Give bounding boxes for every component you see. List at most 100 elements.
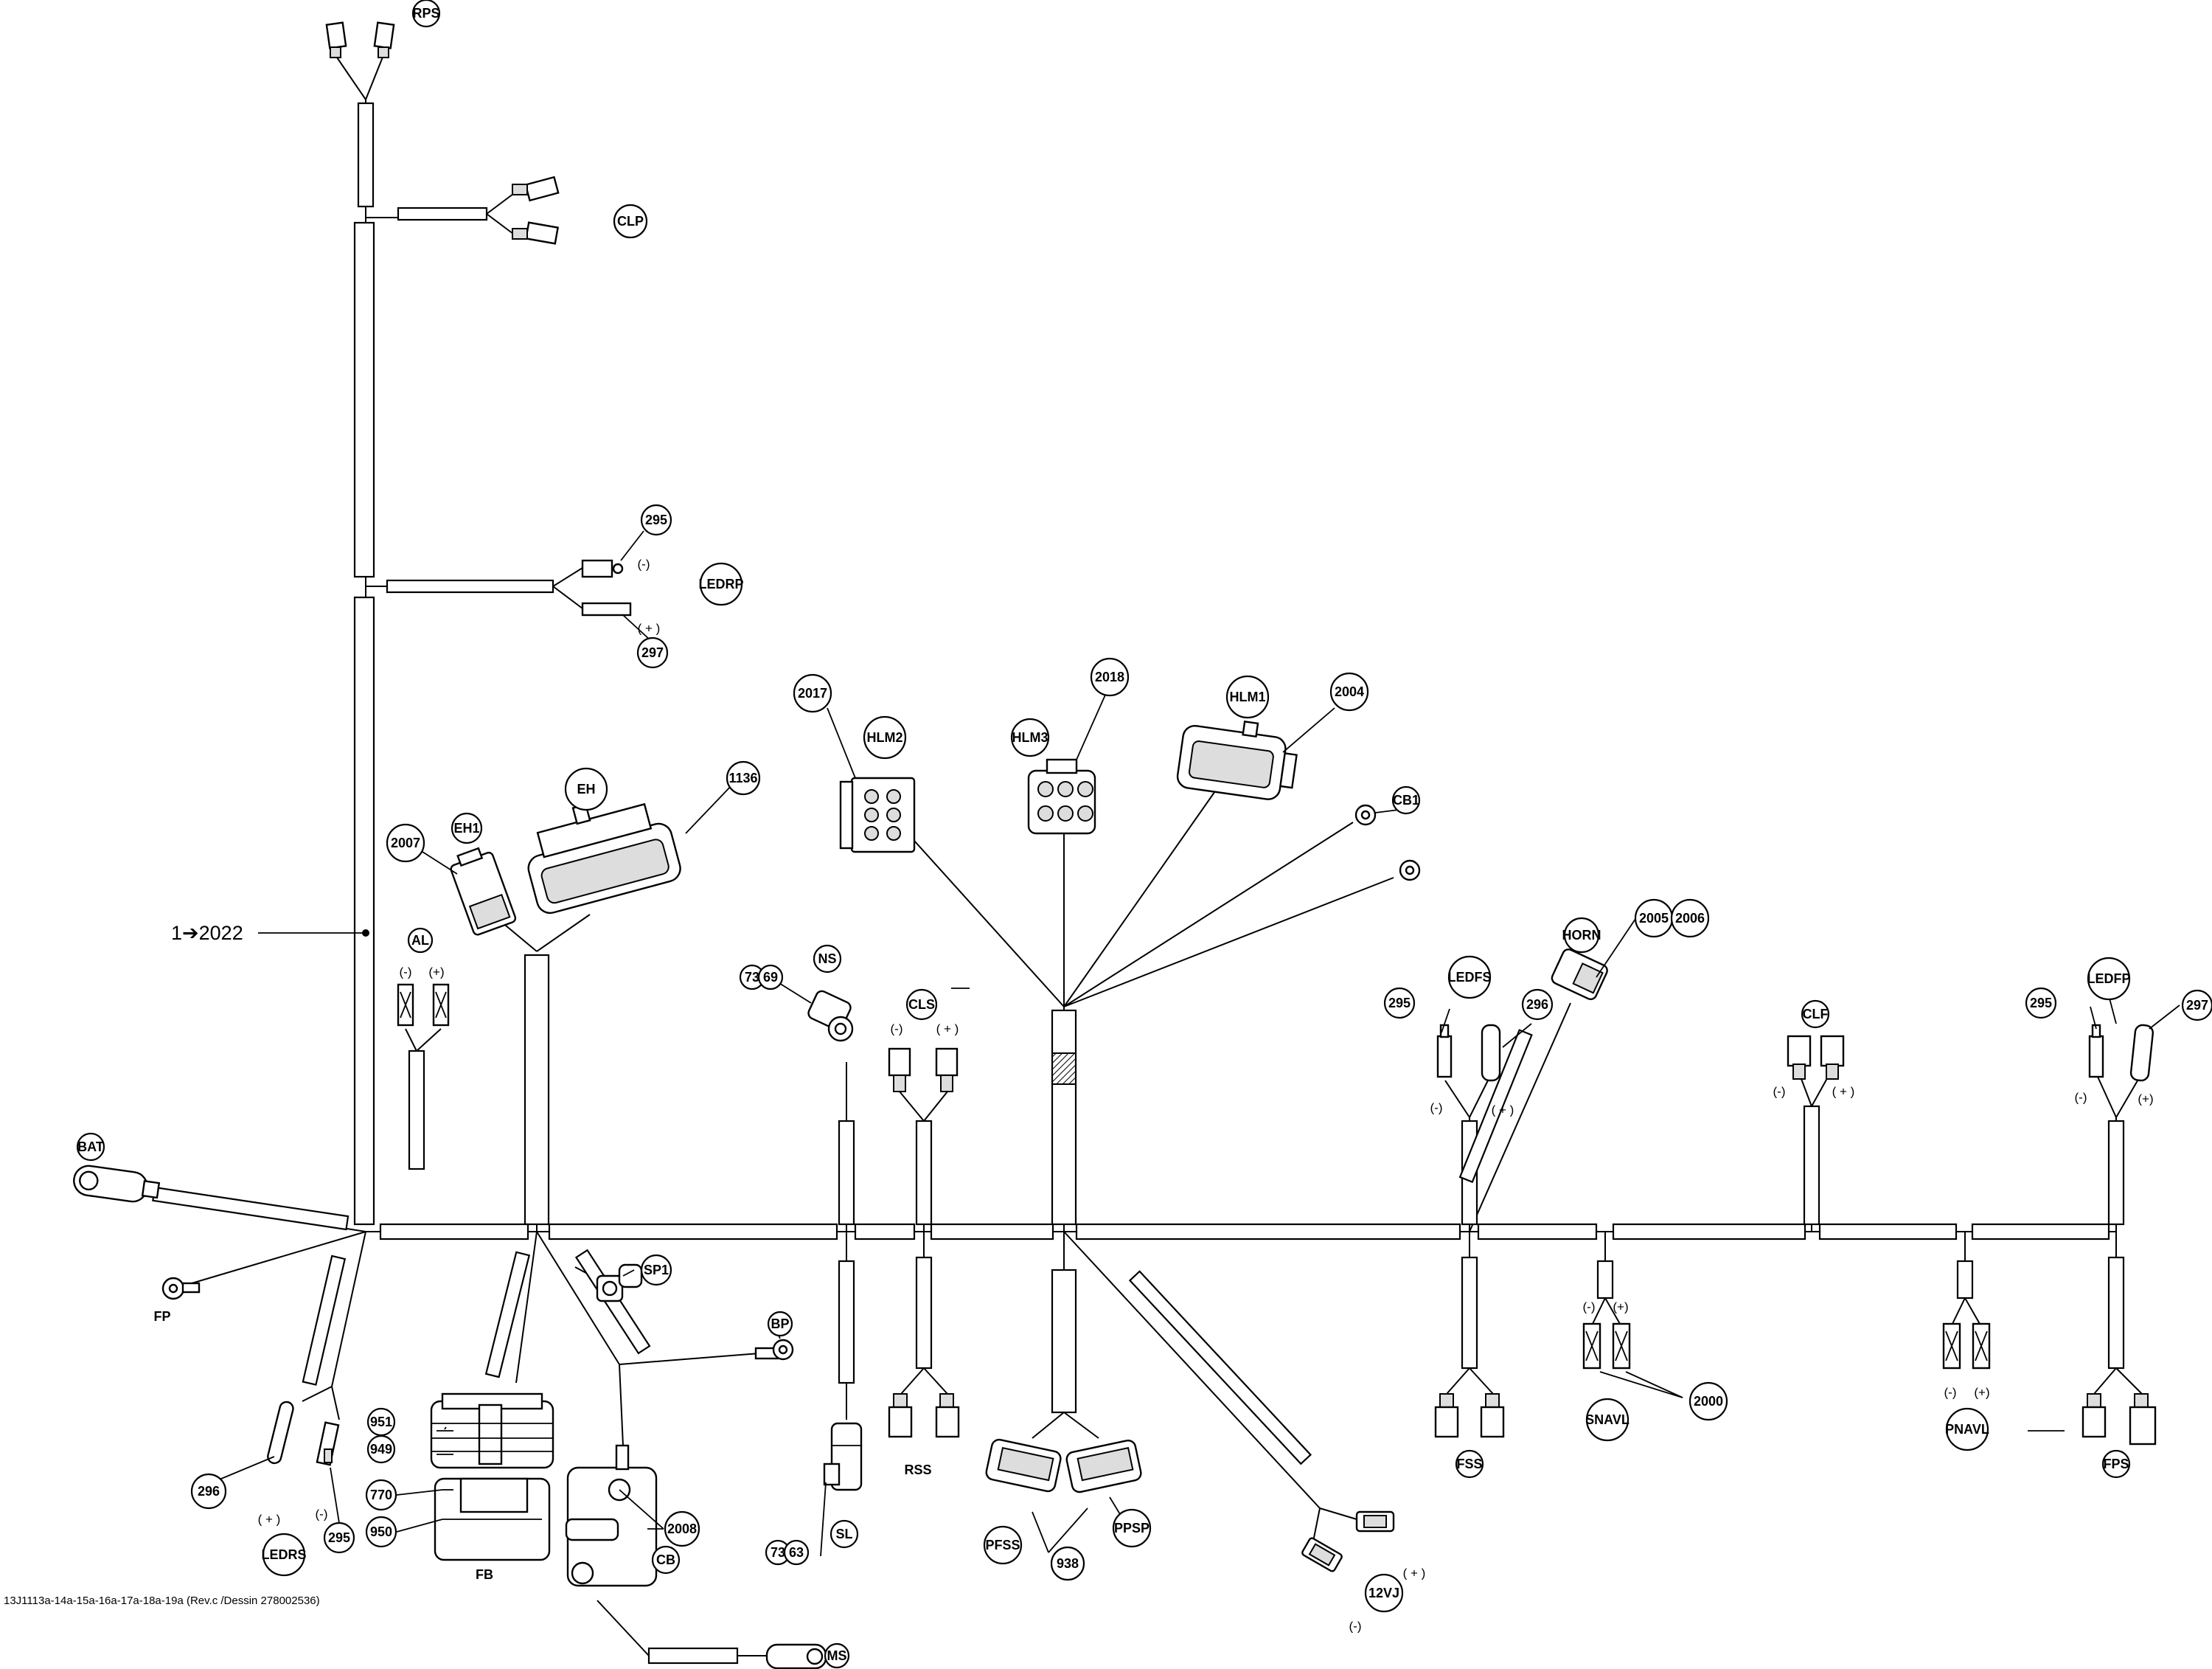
svg-text:BAT: BAT [77,1139,104,1154]
label-hlm3: HLM3 [1010,718,1050,757]
label-bp: BP [767,1311,793,1337]
part-2008: 2008 [664,1510,700,1547]
ledrs-pos: ( + ) [258,1513,281,1527]
sp1-connector-icon [596,1263,643,1302]
svg-text:HLM3: HLM3 [1012,730,1048,745]
cb1-ring-terminal-icon [1354,804,1421,881]
ledrp-pos: ( + ) [638,622,661,636]
svg-text:951: 951 [370,1415,392,1429]
part-770: 770 [365,1479,397,1511]
svg-text:EH: EH [577,782,595,797]
fp-ring-terminal-icon [161,1277,201,1300]
ns-connector-icon [807,990,854,1042]
svg-text:12VJ: 12VJ [1368,1586,1399,1600]
part-295-ledrp: 295 [640,504,672,536]
part-63: 63 [783,1539,810,1566]
label-bat: BAT [76,1132,105,1162]
bat-terminal-icon [73,1165,161,1203]
svg-text:SL: SL [835,1527,852,1541]
ledfp-connector-icon [2088,1024,2154,1082]
ledfs-neg: (-) [1430,1101,1443,1115]
polarity-marks: (-) ( + ) (-) (+) ( + ) (-) (-) ( + ) ( … [258,558,2154,1634]
label-clf: CLF [1801,999,1830,1029]
main-harness-callout: 1➔2022 [171,922,243,944]
part-295-ledfp: 295 [2025,987,2057,1019]
part-2006: 2006 [1670,898,1710,938]
part-1136: 1136 [726,760,761,796]
part-2017: 2017 [793,673,832,713]
fss-connector-icon [1434,1393,1505,1438]
svg-text:HLM1: HLM1 [1230,690,1266,704]
circuit-breaker-icon [565,1444,658,1587]
label-clp: CLP [613,204,648,239]
svg-text:938: 938 [1057,1556,1079,1571]
svg-text:949: 949 [370,1442,392,1457]
svg-text:295: 295 [2030,996,2052,1010]
part-2000: 2000 [1688,1381,1728,1421]
svg-text:2007: 2007 [391,836,420,850]
al-pos: (+) [428,965,444,979]
label-hlm2: HLM2 [863,715,907,760]
ms-ring-terminal-icon [765,1643,827,1669]
svg-text:CB1: CB1 [1393,793,1419,808]
svg-text:AL: AL [411,933,429,948]
snavl-connector-icon [1582,1322,1631,1370]
label-pfss: PFSS [983,1525,1023,1565]
svg-text:MS: MS [827,1648,847,1663]
svg-text:NS: NS [818,951,836,966]
svg-text:LEDFP: LEDFP [2087,971,2130,986]
svg-text:LEDFS: LEDFS [1447,970,1491,985]
svg-text:PPSP: PPSP [1114,1521,1150,1536]
sl-connector-icon [823,1422,863,1491]
svg-text:LEDRS: LEDRS [261,1547,306,1562]
label-fps: FPS [2101,1449,2131,1479]
label-12vj: 12VJ [1364,1573,1404,1613]
svg-text:HORN: HORN [1562,928,1601,943]
12vj-neg: (-) [1349,1620,1362,1634]
label-ledfs: LEDFS [1447,955,1492,999]
svg-text:770: 770 [370,1488,392,1502]
label-hlm1: HLM1 [1225,675,1270,719]
svg-text:295: 295 [328,1530,350,1545]
al-neg: (-) [400,965,412,979]
label-fp: FP [153,1309,170,1324]
clf-neg: (-) [1773,1085,1786,1099]
label-ledrs: LEDRS [261,1533,307,1577]
svg-text:297: 297 [2186,998,2208,1013]
svg-text:296: 296 [198,1484,220,1499]
snavl-neg: (-) [1583,1300,1596,1314]
leader-lines [212,530,2180,1557]
svg-text:FSS: FSS [1456,1457,1482,1471]
label-fb: FB [476,1567,493,1582]
ppsp-connector-icon [1065,1439,1142,1493]
clf-pos: ( + ) [1832,1085,1855,1099]
hlm3-connector-icon [1027,758,1096,835]
svg-text:2017: 2017 [798,686,827,701]
clf-connector-icon [1787,1035,1845,1080]
svg-text:73: 73 [745,970,759,985]
label-horn: HORN [1562,917,1601,954]
label-sl: SL [830,1519,859,1549]
connectors [73,21,2157,1669]
ledfs-pos: ( + ) [1492,1103,1514,1117]
svg-text:BP: BP [771,1316,789,1331]
snavl-pos: (+) [1613,1300,1628,1314]
drawing-reference: 13J1113a-14a-15a-16a-17a-18a-19a (Rev.c … [4,1595,320,1607]
label-cls: CLS [905,988,938,1021]
label-rss: RSS [904,1462,931,1477]
svg-text:950: 950 [370,1524,392,1539]
part-2007: 2007 [386,823,425,863]
ledfs-connector-icon [1436,1024,1501,1082]
eh-connector-icon [527,802,681,915]
label-snavl: SNAVL [1585,1398,1630,1442]
cls-neg: (-) [891,1022,903,1036]
svg-text:RPS: RPS [412,6,439,21]
svg-text:FPS: FPS [2103,1457,2129,1471]
svg-text:63: 63 [789,1545,804,1560]
hlm2-connector-icon [839,777,916,853]
svg-text:SP1: SP1 [644,1263,669,1277]
ledrs-neg: (-) [316,1507,328,1521]
part-297-ledrp: 297 [636,636,669,669]
